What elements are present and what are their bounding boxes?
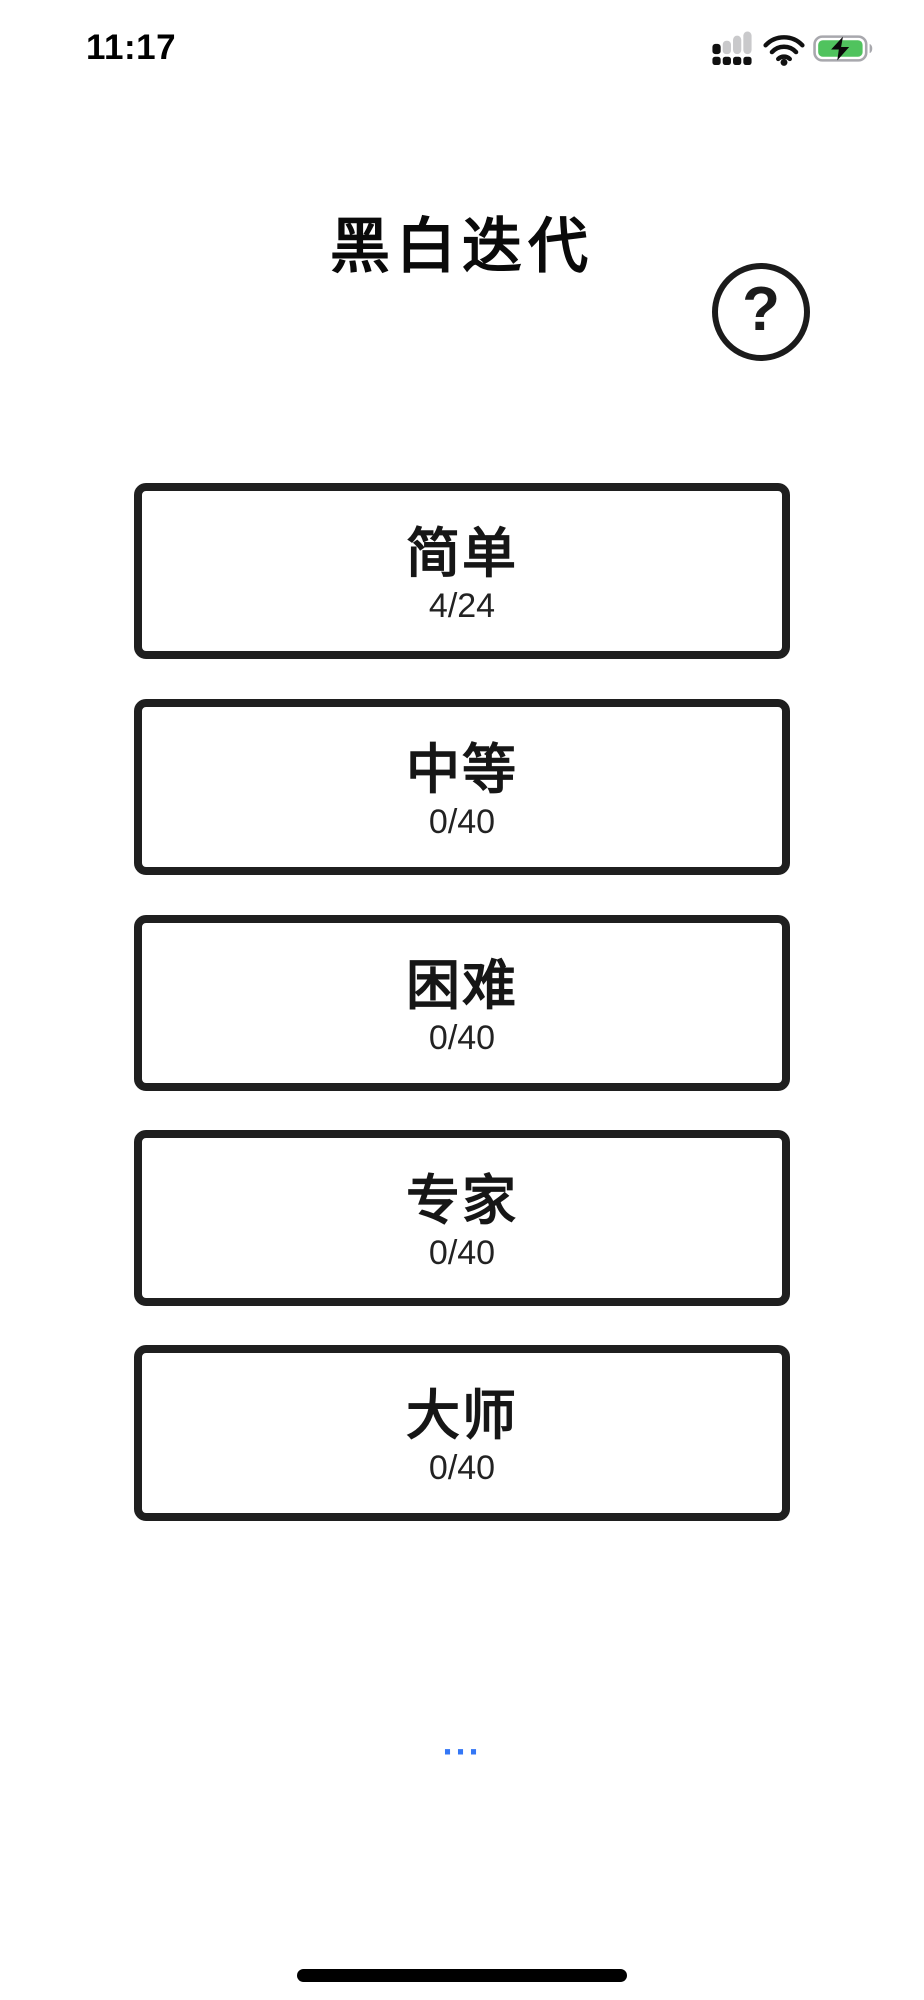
- level-label: 大师: [406, 1385, 518, 1446]
- help-button[interactable]: ?: [712, 263, 810, 361]
- cellular-signal-icon: [712, 31, 752, 65]
- battery-charging-icon: [813, 35, 873, 62]
- level-label: 简单: [406, 523, 518, 584]
- level-progress: 0/40: [428, 802, 496, 841]
- level-label: 中等: [406, 739, 518, 800]
- status-time: 11:17: [86, 28, 177, 67]
- level-progress: 0/40: [428, 1233, 496, 1272]
- level-progress: 0/40: [428, 1448, 496, 1487]
- level-button-expert[interactable]: 专家 0/40: [134, 1130, 790, 1306]
- question-mark-icon: ?: [742, 275, 780, 344]
- level-button-master[interactable]: 大师 0/40: [134, 1345, 790, 1521]
- level-progress: 4/24: [428, 586, 496, 625]
- level-label: 困难: [406, 955, 518, 1016]
- page-title: 黑白迭代: [330, 213, 594, 280]
- level-progress: 0/40: [428, 1018, 496, 1057]
- more-icon[interactable]: ···: [442, 1731, 482, 1772]
- level-button-medium[interactable]: 中等 0/40: [134, 699, 790, 875]
- level-label: 专家: [406, 1170, 518, 1231]
- home-indicator[interactable]: [297, 1969, 627, 1982]
- status-bar: 11:17: [0, 0, 924, 90]
- level-button-hard[interactable]: 困难 0/40: [134, 915, 790, 1091]
- wifi-icon: [763, 35, 805, 66]
- level-button-easy[interactable]: 简单 4/24: [134, 483, 790, 659]
